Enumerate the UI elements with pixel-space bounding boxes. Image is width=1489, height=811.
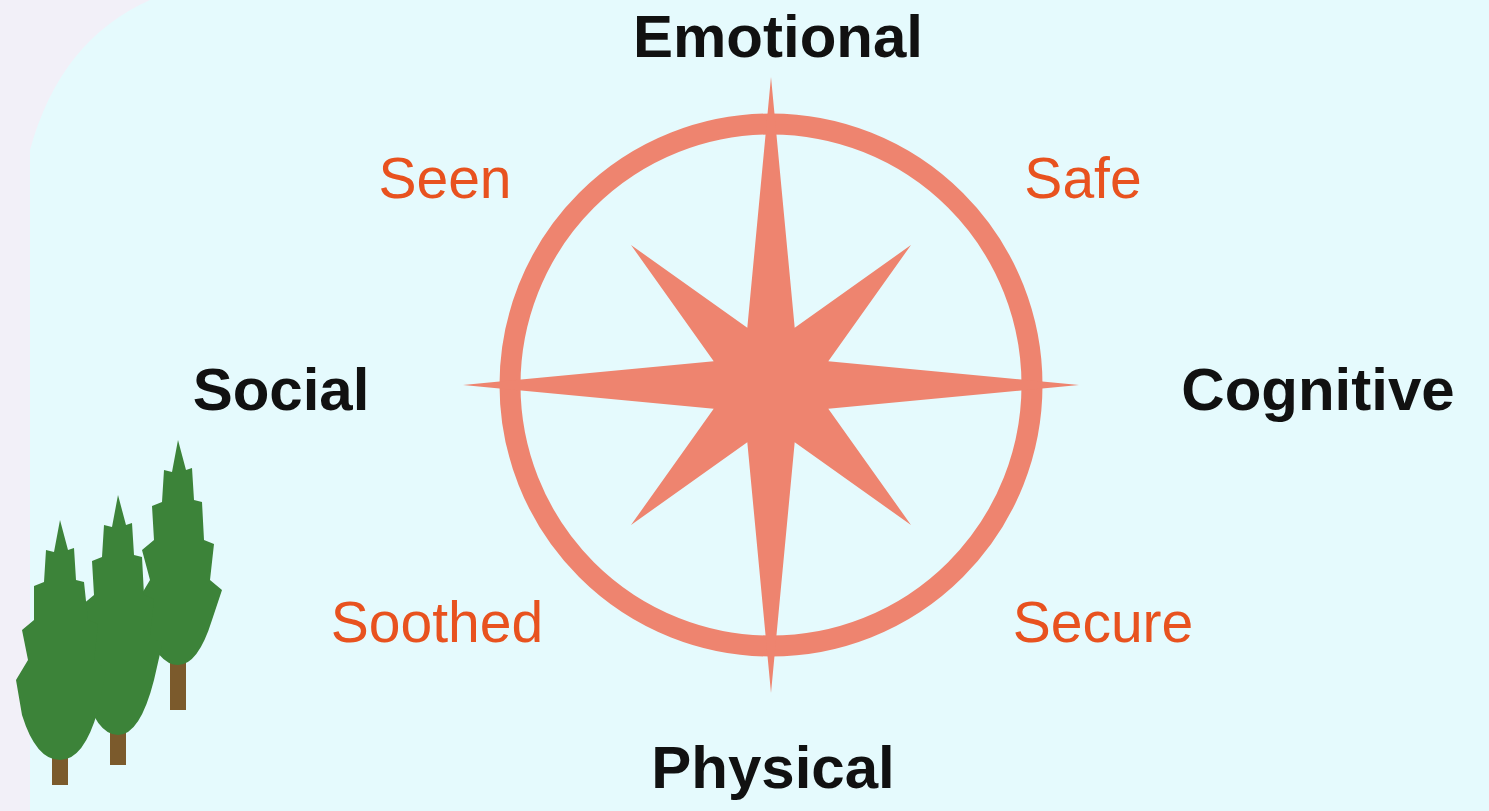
axis-label: Emotional (633, 7, 923, 67)
axis-label: Cognitive (1181, 360, 1454, 420)
need-label: Soothed (331, 594, 543, 651)
need-label: Seen (378, 150, 511, 207)
axis-label: Social (193, 360, 370, 420)
trees (16, 440, 222, 785)
background-panel (30, 0, 1489, 811)
need-label: Secure (1013, 594, 1194, 651)
axis-label: Physical (651, 738, 895, 798)
need-label: Safe (1024, 150, 1141, 207)
compass-star (463, 77, 1079, 693)
